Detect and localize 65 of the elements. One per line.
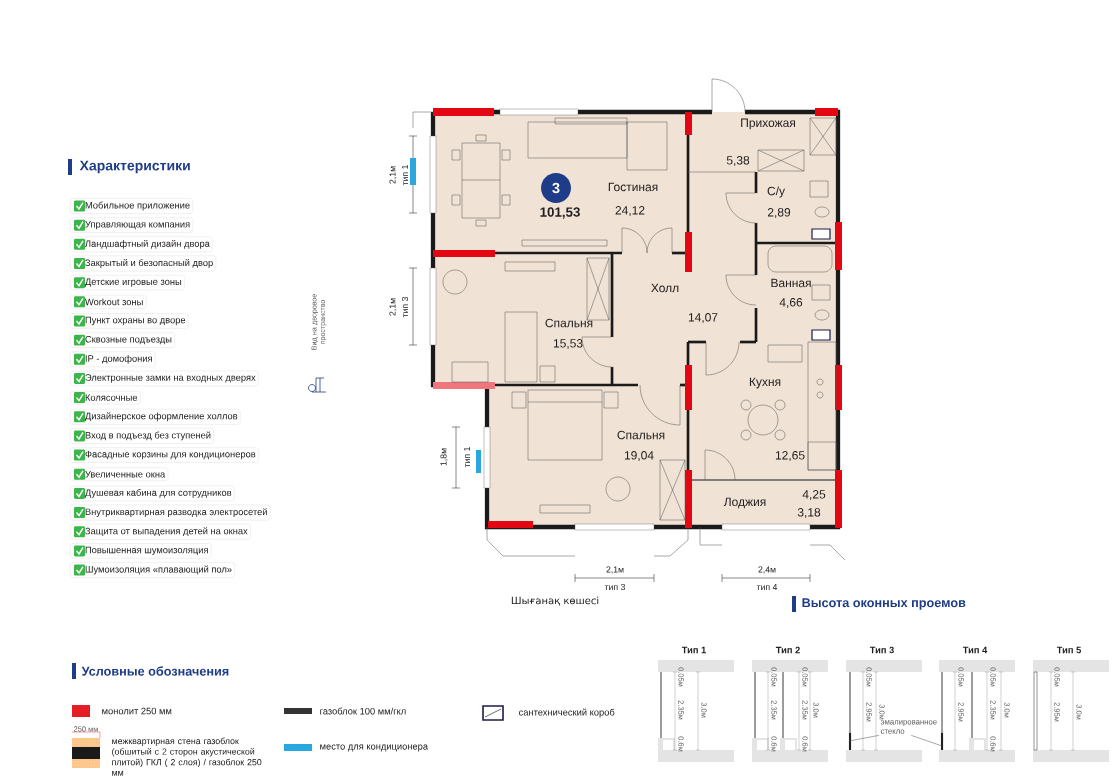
feature-item: Мобильное приложение <box>70 198 194 214</box>
area-value: 3,18 <box>797 508 821 518</box>
area-value: 14,07 <box>688 313 718 323</box>
street-name: Шығанақ көшесі <box>511 596 599 606</box>
window-type-title: Тип 5 <box>1056 646 1081 654</box>
dimension-label: 1,8м <box>440 448 448 466</box>
window-type-title: Тип 3 <box>869 646 894 654</box>
room-name: Прихожая <box>741 118 795 130</box>
feature-item: Увеличенные окна <box>70 467 169 481</box>
room-name: Лоджия <box>723 497 766 509</box>
section-heading: Характеристики <box>68 159 190 175</box>
feature-item: Ландшафтный дизайн двора <box>70 236 213 253</box>
feature-item: Вход в подъезд без ступеней <box>70 428 214 444</box>
room-name: Ванная <box>771 278 811 288</box>
room-name: С/у <box>767 186 785 198</box>
dimension-label: 2,1м <box>389 166 397 184</box>
feature-item: Фасадные корзины для кондиционеров <box>70 447 259 463</box>
area-value: 4,25 <box>802 490 826 500</box>
feature-item: Закрытый и безопасный двор <box>70 255 217 272</box>
window-type-title: Тип 2 <box>775 646 800 654</box>
legend-text: место для кондиционера <box>320 744 429 752</box>
feature-item: Детские игровые зоны <box>70 275 185 291</box>
room-name: Спальня <box>545 318 593 328</box>
room-name: Кухня <box>749 377 781 389</box>
window-type-title: Тип 1 <box>681 646 706 654</box>
feature-item: Повышенная шумоизоляция <box>70 543 212 559</box>
legend-text: сантехнический короб <box>519 708 615 718</box>
legend-text: газоблок 100 мм/гкл <box>320 707 406 715</box>
area-value: 15,53 <box>553 339 583 349</box>
room-name: Холл <box>651 283 679 293</box>
leader-line <box>911 735 943 747</box>
feature-item: Шумоизоляция «плавающий пол» <box>70 562 235 578</box>
area-value: 2,89 <box>767 208 791 218</box>
feature-item: Управляющая компания <box>70 217 194 233</box>
area-value: 5,38 <box>726 156 750 166</box>
dimension-label: тип 3 <box>604 583 625 591</box>
total-area: 101,53 <box>540 207 580 219</box>
feature-item: Сквозные подъезды <box>70 332 175 348</box>
feature-item: Дизайнерское оформление холлов <box>70 408 241 425</box>
section-heading: Условные обозначения <box>72 663 229 679</box>
feature-item: Душевая кабина для сотрудников <box>70 485 235 502</box>
feature-item: Электронные замки на входных дверях <box>70 370 259 387</box>
feature-item: Защита от выпадения детей на окнах <box>70 523 251 540</box>
section-heading: Высота оконных проемов <box>792 596 966 612</box>
room-name: Гостиная <box>608 182 658 192</box>
room-name: Спальня <box>617 430 665 440</box>
area-value: 24,12 <box>615 206 645 216</box>
legend-text: межквартирная стена газоблок (обшитый с 2 сторон акустической плитой) ГКЛ ( 2 слоя) / газоблок 250 мм <box>112 737 262 776</box>
number-badge: 3 <box>541 173 571 203</box>
area-value: 4,66 <box>779 298 803 308</box>
window-type-title: Тип 4 <box>962 646 988 654</box>
area-value: 12,65 <box>775 451 805 461</box>
dimension-label: тип 1 <box>402 165 408 186</box>
dimension-label: тип 4 <box>756 584 778 590</box>
feature-item: IP - домофония <box>70 351 156 368</box>
leader-line <box>848 735 880 742</box>
dimension-label: тип 3 <box>401 297 409 318</box>
dimension-label: 2,1м <box>389 298 397 316</box>
feature-item: Внутриквартирная разводка электросетей <box>70 504 271 521</box>
dimension-label: 2,4м <box>758 566 776 574</box>
dimension-label: тип 1 <box>464 447 470 468</box>
legend-text: монолит 250 мм <box>102 707 172 715</box>
feature-item: Пункт охраны во дворе <box>70 313 189 329</box>
area-value: 19,04 <box>624 451 654 461</box>
dimension-label: 2,1м <box>606 566 624 574</box>
